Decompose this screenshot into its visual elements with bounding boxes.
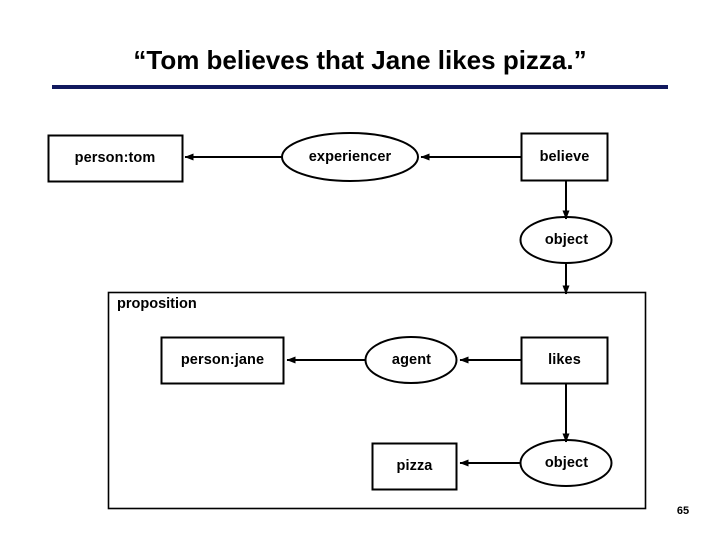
- node-person-jane[interactable]: [160, 336, 285, 385]
- node-label-person-jane: person:jane: [180, 352, 265, 368]
- node-likes[interactable]: [520, 336, 609, 385]
- node-label-person-tom: person:tom: [74, 150, 156, 166]
- node-believe[interactable]: [520, 132, 609, 182]
- page-title: “Tom believes that Jane likes pizza.”: [133, 45, 587, 75]
- proposition-container-label: proposition: [117, 296, 197, 312]
- node-label-agent: agent: [391, 352, 432, 368]
- node-label-believe: believe: [539, 149, 590, 165]
- node-label-likes: likes: [548, 352, 581, 368]
- node-label-pizza: pizza: [396, 458, 433, 474]
- proposition-container: [107, 291, 647, 510]
- node-label-object-lower: object: [544, 455, 589, 471]
- node-person-tom[interactable]: [47, 134, 184, 183]
- node-pizza[interactable]: [371, 442, 458, 491]
- title-divider: [52, 85, 668, 89]
- node-label-object-upper: object: [544, 232, 589, 248]
- node-label-experiencer: experiencer: [308, 149, 392, 165]
- page-number: 65: [676, 505, 690, 517]
